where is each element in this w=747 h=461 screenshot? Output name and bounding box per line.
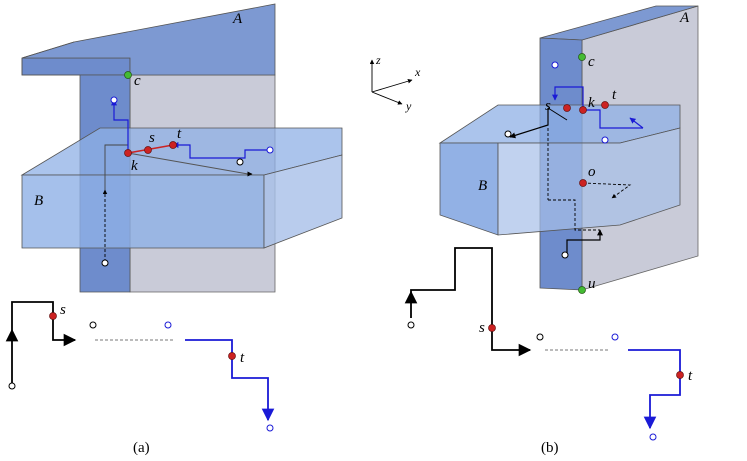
axes-triad: z x y (369, 53, 421, 113)
block-b-front-b (439, 142, 499, 236)
block-b-right: B (438, 104, 681, 236)
bottom-point-s-b (488, 324, 496, 332)
bottom-label-s-a: s (60, 302, 66, 318)
label-t-b: t (612, 87, 617, 103)
label-s-b: s (545, 98, 551, 114)
block-a-label: A (232, 11, 243, 27)
point-s-a (144, 146, 152, 154)
point-t-b (601, 101, 609, 109)
path-diagram-a: s t (5, 301, 275, 432)
bottom-point-t-a (228, 352, 236, 360)
label-o-b: o (588, 164, 596, 180)
axis-y: y (405, 99, 412, 113)
panel-a: A B (5, 3, 343, 456)
block-b-front (21, 174, 265, 249)
paths-a: c s k t (101, 71, 274, 267)
block-b-left: B (20, 127, 343, 249)
panel-b: A B (404, 5, 699, 456)
caption-b: (b) (541, 440, 559, 456)
label-k-b: k (588, 95, 595, 111)
point-s-b (563, 104, 571, 112)
point-o-b (579, 179, 587, 187)
path-diagram-b: s t (404, 247, 693, 441)
axis-x: x (414, 65, 421, 79)
block-a-top-strip (21, 57, 131, 76)
point-c-a (124, 71, 132, 79)
axis-z: z (375, 53, 381, 67)
point-k-b (579, 106, 587, 114)
point-t-a (169, 141, 177, 149)
point-c-b (578, 53, 586, 61)
block-b-label: B (34, 193, 43, 209)
block-b-lower-b (497, 127, 681, 236)
block-b-side (263, 154, 343, 249)
bottom-label-s-b: s (479, 320, 485, 336)
block-a-label-b: A (679, 10, 690, 26)
label-k-a: k (131, 158, 138, 174)
block-b-label-b: B (478, 178, 487, 194)
bottom-point-s-a (49, 312, 57, 320)
label-u-b: u (588, 276, 596, 292)
bottom-label-t-a: t (240, 350, 245, 366)
label-t-a: t (177, 126, 182, 142)
bottom-label-t-b: t (688, 368, 693, 384)
label-s-a: s (149, 130, 155, 146)
label-c-a: c (134, 73, 141, 89)
point-k-a (124, 149, 132, 157)
label-c-b: c (588, 54, 595, 70)
caption-a: (a) (133, 440, 150, 456)
bottom-point-t-b (676, 371, 684, 379)
point-u-b (578, 286, 586, 294)
paths-b: c s k t o u (504, 53, 644, 294)
